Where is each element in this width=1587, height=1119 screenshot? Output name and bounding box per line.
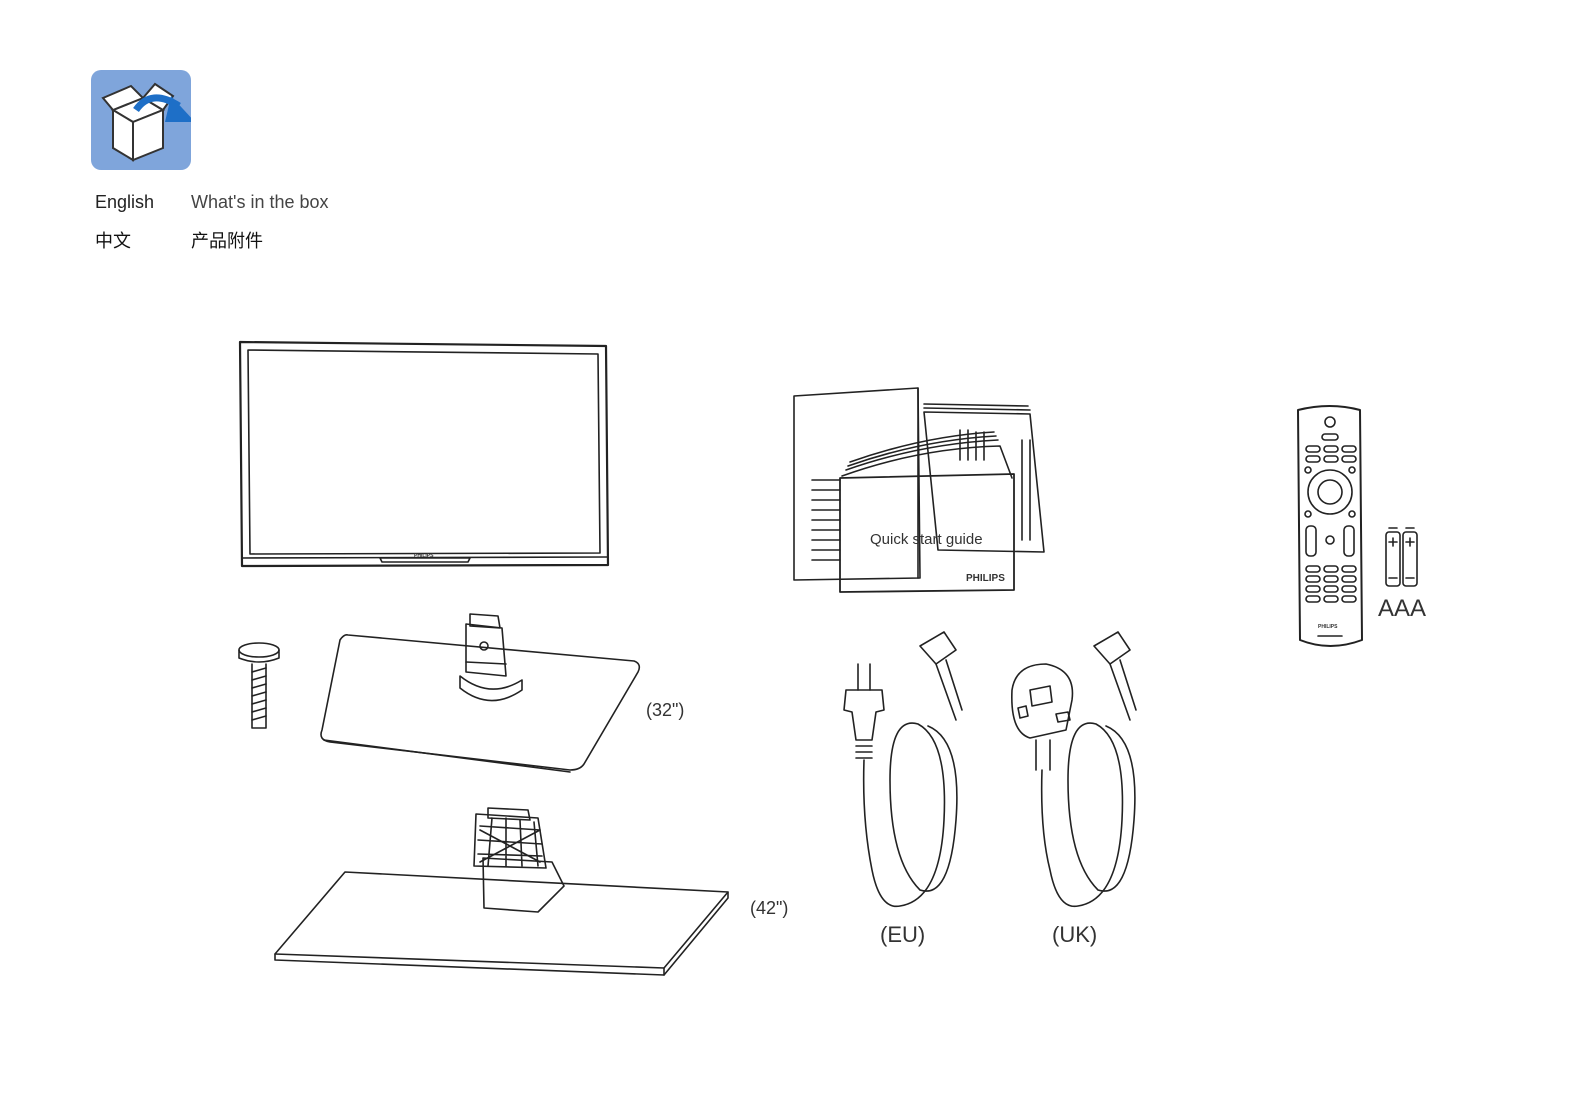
quick-start-guide-title: Quick start guide bbox=[870, 531, 983, 548]
uk-cord-label: (UK) bbox=[1052, 922, 1097, 947]
stand-42-illustration bbox=[275, 808, 728, 975]
tv-illustration bbox=[240, 342, 608, 566]
booklets-illustration bbox=[794, 388, 1044, 592]
batteries-illustration bbox=[1386, 528, 1417, 586]
stand-32-illustration bbox=[321, 614, 639, 772]
remote-illustration bbox=[1298, 406, 1362, 646]
screw-illustration bbox=[239, 643, 279, 728]
eu-cord-label: (EU) bbox=[880, 922, 925, 947]
uk-power-cord-illustration bbox=[1012, 632, 1136, 906]
stand-42-label: (42") bbox=[750, 898, 788, 918]
tv-brand-logo: PHILIPS bbox=[414, 553, 434, 559]
battery-type-label: AAA bbox=[1378, 595, 1426, 622]
remote-brand-logo: PHILIPS bbox=[1318, 624, 1338, 630]
stand-32-label: (32") bbox=[646, 700, 684, 720]
guide-brand-logo: PHILIPS bbox=[966, 573, 1005, 584]
eu-power-cord-illustration bbox=[844, 632, 962, 906]
